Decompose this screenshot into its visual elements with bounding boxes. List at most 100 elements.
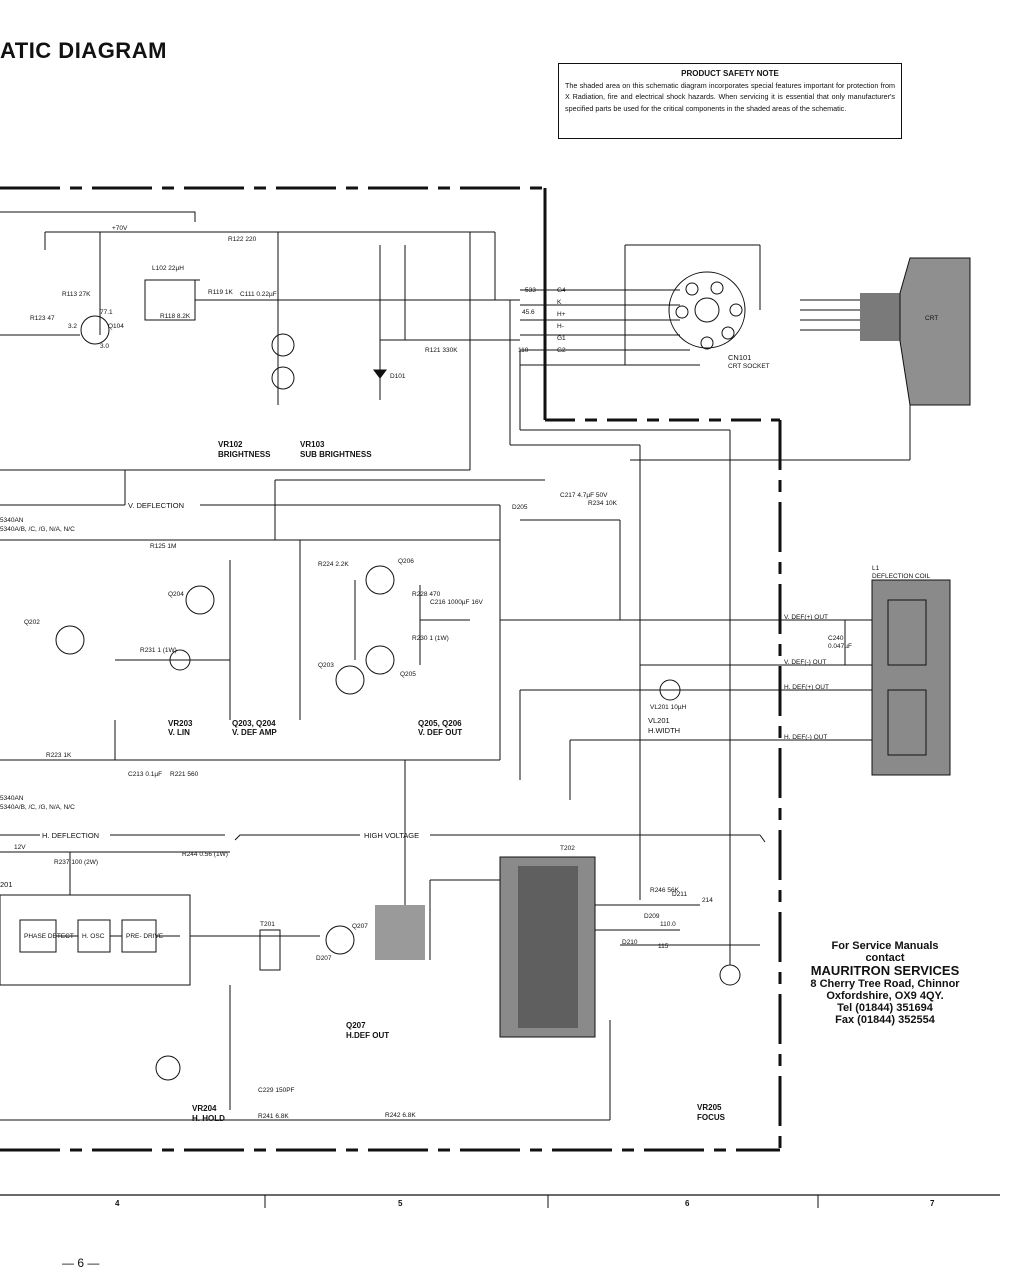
page-title: ATIC DIAGRAM xyxy=(0,38,167,63)
vr203-name: V. LIN xyxy=(168,728,190,737)
q206-label: Q206 xyxy=(398,558,414,565)
vpt-214: 214 xyxy=(702,897,713,904)
crt-pin-g4: G4 xyxy=(557,287,566,294)
d101-label: D101 xyxy=(390,373,406,380)
r241-label: R241 6.8K xyxy=(258,1113,289,1120)
service-tel: Tel (01844) 351694 xyxy=(837,1002,933,1014)
vr103-name: SUB BRIGHTNESS xyxy=(300,450,372,459)
q205-body xyxy=(365,645,395,675)
r122-label: R122 220 xyxy=(228,236,257,243)
l102-label: L102 22µH xyxy=(152,265,184,272)
r234-label: R234 10K xyxy=(588,500,618,507)
r231-label: R230 1 (1W) xyxy=(412,635,449,642)
ic201-box xyxy=(0,894,191,986)
block-h-osc: H. OSC xyxy=(82,933,105,940)
crt-pin-k: K xyxy=(557,299,562,306)
r119-label: R119 1K xyxy=(208,289,233,296)
vr205-name: FOCUS xyxy=(697,1113,726,1122)
crt-volt-533: 533 xyxy=(525,287,536,294)
q202-label: Q202 xyxy=(24,619,40,626)
r223-label: R231 1 (1W) xyxy=(140,647,177,654)
vl201-label: VL201 xyxy=(648,716,670,725)
q-vamp-name: V. DEF AMP xyxy=(232,728,277,737)
vpt-3-0: 3.0 xyxy=(100,343,109,350)
d209-label: D209 xyxy=(644,913,660,920)
section-v-deflection: V. DEFLECTION xyxy=(128,501,184,510)
crt-socket-ring xyxy=(668,271,746,349)
q207-name: H.DEF OUT xyxy=(346,1031,389,1040)
crt-socket-label: CN101 xyxy=(728,353,751,362)
q207-label: Q207 xyxy=(352,923,368,930)
crt-volt-45: 45.6 xyxy=(522,309,535,316)
service-line2: contact xyxy=(865,952,905,964)
safety-note-body: The shaded area on this schematic diagra… xyxy=(565,81,895,113)
r224-label: R125 1M xyxy=(150,543,176,550)
section-high-voltage: HIGH VOLTAGE xyxy=(364,831,419,840)
vr204-name: H. HOLD xyxy=(192,1114,225,1123)
crt-pin-hminus: H- xyxy=(557,323,564,330)
crt-pin-g2: G2 xyxy=(557,347,566,354)
service-line1: For Service Manuals xyxy=(831,940,939,952)
vl201-name: H.WIDTH xyxy=(648,726,680,735)
q204-body xyxy=(335,665,365,695)
c240-label: C240 xyxy=(828,635,844,642)
hv-shaded-area xyxy=(375,905,425,960)
c217-label: C217 4.7µF 50V xyxy=(560,492,608,499)
r228-label: R224 2.2K xyxy=(318,561,349,568)
r113-label: R113 27K xyxy=(62,291,91,298)
q207-name-label: Q207 xyxy=(346,1021,366,1030)
q104-body xyxy=(80,315,110,345)
crt-pin-g1: G1 xyxy=(557,335,566,342)
ic-note-a1: 5340AN xyxy=(0,517,24,524)
q-vout-label: Q205, Q206 xyxy=(418,719,462,728)
coil-out-vminus: V. DEF(-) OUT xyxy=(784,659,826,666)
crt-pin-hplus: H+ xyxy=(557,311,566,318)
service-address1: 8 Cherry Tree Road, Chinnor xyxy=(810,978,960,990)
section-h-deflection: H. DEFLECTION xyxy=(42,831,99,840)
r244-label: R244 0.56 (1W) xyxy=(182,851,228,858)
q203-body xyxy=(185,585,215,615)
r242-label: R242 6.8K xyxy=(385,1112,416,1119)
c240-value: 0.047µF xyxy=(828,643,852,650)
d207-label: D207 xyxy=(316,955,332,962)
c229-label: C229 150PF xyxy=(258,1087,295,1094)
deflection-coil-block xyxy=(871,579,951,776)
safety-note-heading: PRODUCT SAFETY NOTE xyxy=(681,69,779,78)
grid-col-4: 4 xyxy=(115,1199,120,1208)
page-number: — 6 — xyxy=(62,1256,100,1270)
vpt-77: 77.1 xyxy=(100,309,113,316)
ic-note-a2: 5340A/B, /C, /G, N/A, N/C xyxy=(0,526,75,533)
c213-label: C213 0.1µF xyxy=(128,771,162,778)
ic201-label: 201 xyxy=(0,880,13,889)
coil-title: L1 xyxy=(872,565,880,572)
c111-label: C111 0.22µF xyxy=(240,291,277,298)
q104-label: Q104 xyxy=(108,323,124,330)
coil-subtitle: DEFLECTION COIL xyxy=(872,573,931,580)
supply-70v: +70V xyxy=(112,225,128,232)
supply-12v: 12V xyxy=(14,844,26,851)
c216-label: C216 1000µF 16V xyxy=(430,599,484,606)
vr203-label: VR203 xyxy=(168,719,193,728)
coil-out-hplus: H. DEF(+) OUT xyxy=(784,684,829,691)
q203-label: Q204 xyxy=(168,591,184,598)
t202-label: T202 xyxy=(560,845,575,852)
service-contact: For Service Manuals contact MAURITRON SE… xyxy=(790,940,980,1026)
q-vamp-label: Q203, Q204 xyxy=(232,719,276,728)
vr102-label: VR102 xyxy=(218,440,243,449)
r230-label: R228 470 xyxy=(412,591,441,598)
r232-label: R221 560 xyxy=(170,771,199,778)
vl201-body xyxy=(659,679,681,701)
q206-body xyxy=(365,565,395,595)
r246-label: R246 56K xyxy=(650,887,680,894)
r126-label: R121 330K xyxy=(425,347,458,354)
product-safety-note: PRODUCT SAFETY NOTE The shaded area on t… xyxy=(558,63,902,139)
grid-col-5: 5 xyxy=(398,1199,403,1208)
crt-volt-110: 110 xyxy=(518,347,529,354)
q207-body xyxy=(325,925,355,955)
t201-label: T201 xyxy=(260,921,275,928)
crt-socket-sub: CRT SOCKET xyxy=(728,363,770,370)
vr102-name: BRIGHTNESS xyxy=(218,450,271,459)
vr204-label: VR204 xyxy=(192,1104,217,1113)
service-company: MAURITRON SERVICES xyxy=(810,963,960,978)
